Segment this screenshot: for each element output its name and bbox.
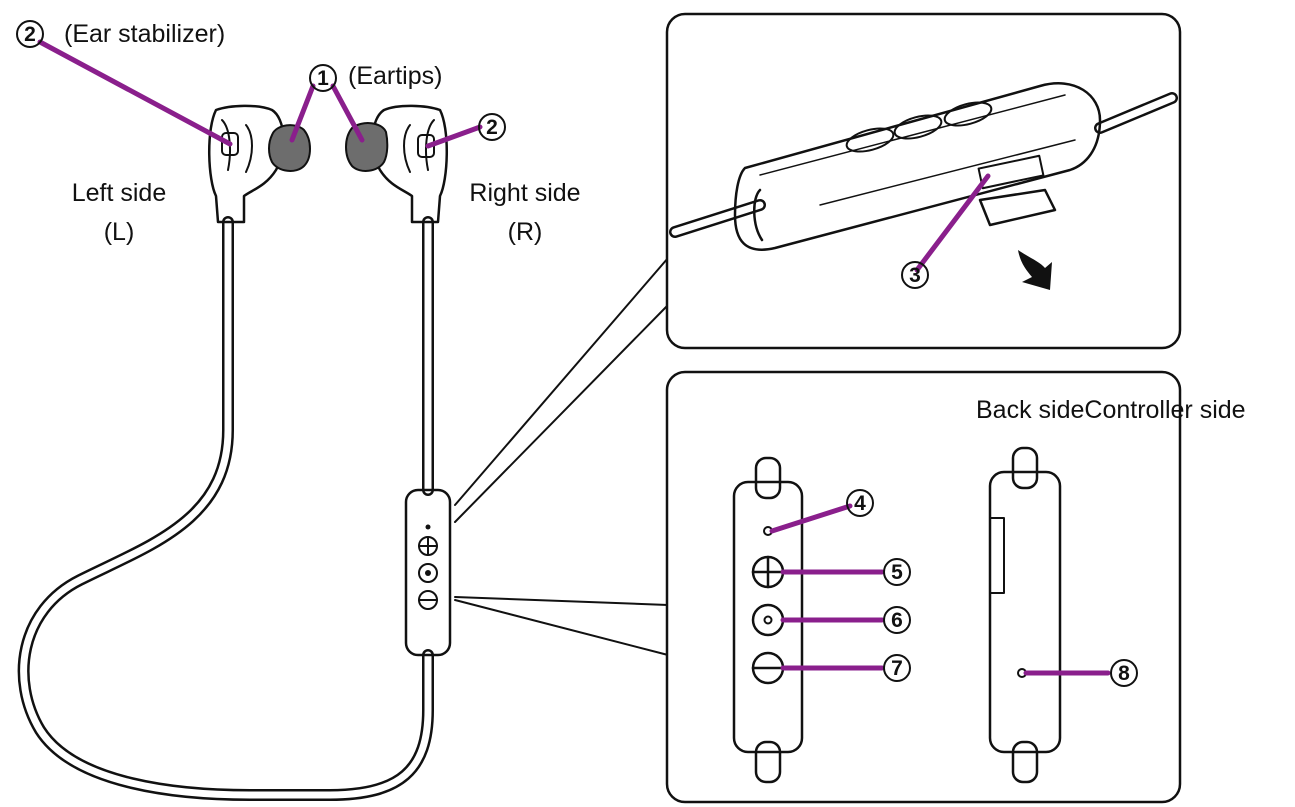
controller-side-view	[732, 456, 804, 784]
back-side-view	[988, 446, 1062, 784]
right-earbud	[345, 104, 448, 224]
open-cover-arrow-icon	[1018, 250, 1052, 290]
callout-7: 7	[883, 654, 911, 682]
callout-4: 4	[846, 489, 874, 517]
inline-controller	[404, 488, 452, 657]
callout-number: 8	[1118, 662, 1130, 685]
usb-port-icon	[977, 154, 1045, 190]
callout-number: 1	[317, 67, 329, 90]
callout-2-right: 2	[478, 113, 506, 141]
callout-number: 6	[891, 609, 903, 632]
right-eartip-icon	[345, 122, 389, 172]
back-controller-header: Back sideController side	[976, 396, 1246, 424]
callout-2-left: 2	[16, 20, 44, 48]
callout-6: 6	[883, 606, 911, 634]
ear-stabilizer-label: (Ear stabilizer)	[64, 20, 225, 48]
leader-lines	[37, 39, 1111, 676]
cable	[17, 216, 434, 801]
callout-8: 8	[1110, 659, 1138, 687]
right-side-code: (R)	[508, 218, 543, 246]
callout-number: 2	[486, 116, 498, 139]
controller-panel	[665, 370, 1182, 804]
left-ear-stabilizer-icon	[221, 132, 239, 156]
left-side-code: (L)	[104, 218, 135, 246]
zoom-guides	[454, 257, 669, 656]
text-labels: (Ear stabilizer) (Eartips) Left side (L)…	[64, 20, 1246, 424]
usb-port-panel	[665, 12, 1182, 350]
left-earbud	[208, 104, 311, 224]
callout-circles: 2 1 2 3 4 5 6 7	[16, 20, 1138, 687]
right-side-label: Right side	[469, 179, 580, 207]
callout-number: 4	[854, 492, 866, 515]
callout-number: 7	[891, 657, 903, 680]
callout-3: 3	[901, 261, 929, 289]
callout-1: 1	[309, 64, 337, 92]
callout-number: 2	[24, 23, 36, 46]
eartips-label: (Eartips)	[348, 62, 442, 90]
callout-5: 5	[883, 558, 911, 586]
left-side-label: Left side	[72, 179, 167, 207]
callout-number: 3	[909, 264, 921, 287]
left-eartip-icon	[268, 124, 311, 172]
callout-number: 5	[891, 561, 903, 584]
